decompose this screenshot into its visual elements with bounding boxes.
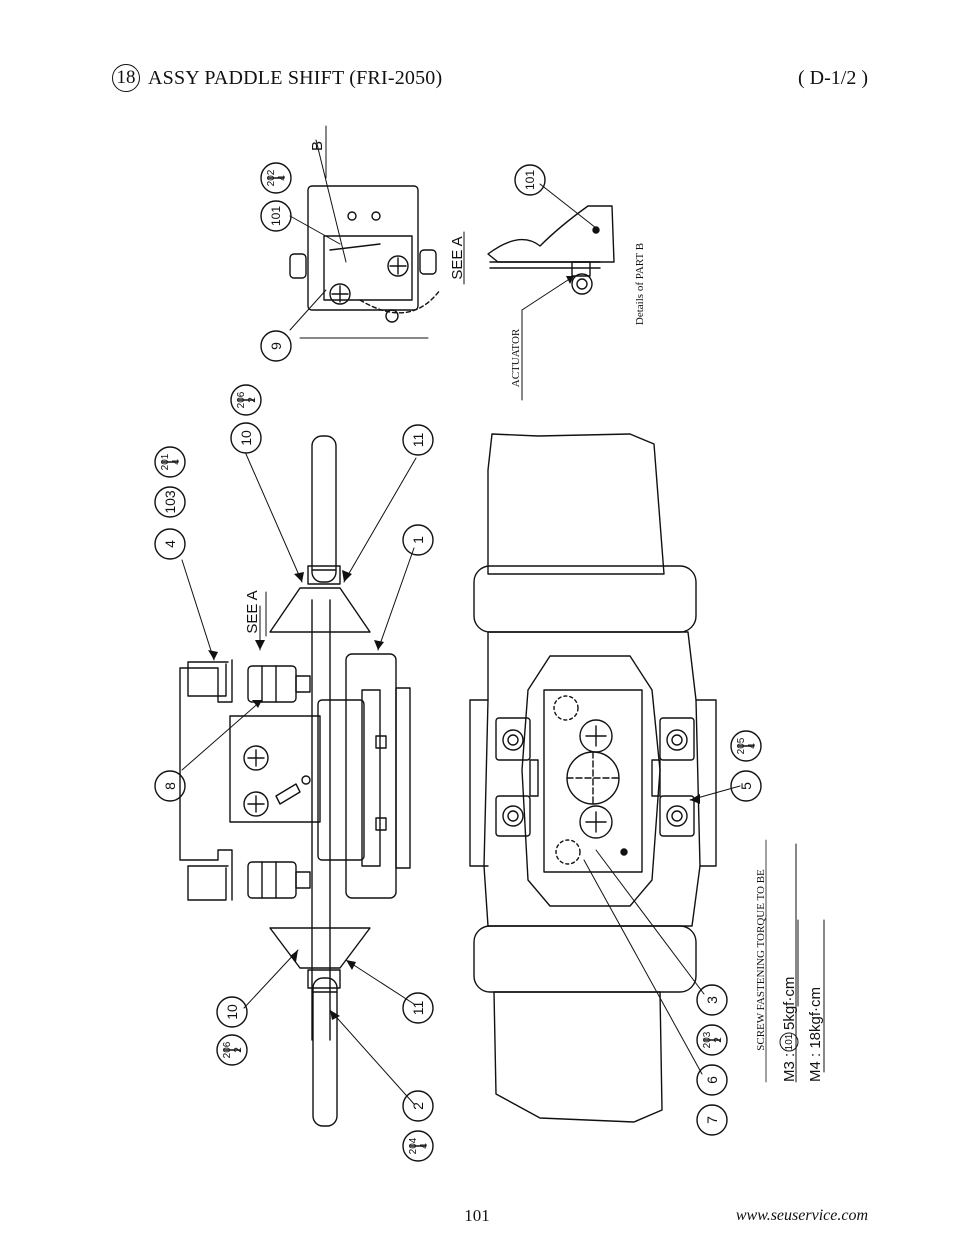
callout-203: 203 (702, 1031, 713, 1048)
see-a-label-top: SEE A (244, 590, 261, 633)
callout-206-top-qty: 2 (247, 397, 258, 403)
callout-101-detail: 101 (523, 170, 537, 190)
callout-206-bottom: 206 (222, 1041, 233, 1058)
page-header: 18 ASSY PADDLE SHIFT (FRI-2050) ( D-1/2 … (112, 64, 868, 96)
callout-4: 4 (162, 540, 178, 548)
b-label: B (309, 141, 326, 151)
callout-3: 3 (704, 996, 720, 1004)
leader-lines (181, 139, 741, 1105)
callout-202-qty: 4 (277, 175, 288, 181)
callout-11-top: 11 (410, 433, 426, 448)
callout-204: 204 (408, 1137, 419, 1154)
paddle-body-plan-view (469, 433, 717, 1123)
part-b-detail (487, 205, 615, 295)
details-of-part-b-label: Details of PART B (634, 243, 646, 325)
callout-205: 205 (736, 737, 747, 754)
website-url: www.seuservice.com (735, 1207, 868, 1224)
callout-10-top: 10 (238, 430, 254, 446)
see-a-detail (289, 185, 441, 323)
callout-203-qty: 2 (713, 1037, 724, 1043)
callout-circles (154, 162, 762, 1162)
callout-7: 7 (704, 1116, 720, 1124)
callout-8: 8 (162, 782, 178, 790)
torque-m4: M4 : 18kgf·cm (807, 987, 824, 1082)
see-a-label-detail: SEE A (449, 236, 466, 279)
callout-101-see-a: 101 (269, 206, 283, 226)
torque-m3-prefix: M3 : (781, 1053, 798, 1082)
section-number-circle: 18 (112, 64, 140, 92)
callout-201-qty: 4 (171, 459, 182, 465)
callout-201: 201 (160, 453, 171, 470)
torque-title: SCREW FASTENING TORQUE TO BE (755, 869, 767, 1051)
callout-202: 202 (266, 169, 277, 186)
page-number: 101 (464, 1206, 490, 1225)
callout-9: 9 (268, 342, 284, 350)
torque-m3-value: 5kgf·cm (781, 977, 798, 1030)
callout-103: 103 (162, 490, 178, 514)
callout-206-bottom-qty: 2 (233, 1047, 244, 1053)
callout-11-bottom: 11 (410, 1001, 426, 1016)
callout-10-bottom: 10 (224, 1004, 240, 1020)
actuator-label: ACTUATOR (510, 328, 522, 387)
callout-205-qty: 4 (747, 743, 758, 749)
callout-2: 2 (410, 1102, 426, 1110)
shaft-assembly-side-view (179, 435, 411, 1127)
page-title: ASSY PADDLE SHIFT (FRI-2050) (148, 67, 443, 89)
page-code: ( D-1/2 ) (798, 67, 868, 89)
torque-spec: M3 : 101 5kgf·cm M4 : 18kgf·cm (779, 977, 824, 1082)
callout-5: 5 (738, 782, 754, 790)
torque-m3-ref: 101 (784, 1033, 795, 1050)
callout-1: 1 (410, 536, 426, 544)
callout-204-qty: 4 (419, 1143, 430, 1149)
callout-206-top: 206 (236, 391, 247, 408)
callout-6: 6 (704, 1076, 720, 1084)
